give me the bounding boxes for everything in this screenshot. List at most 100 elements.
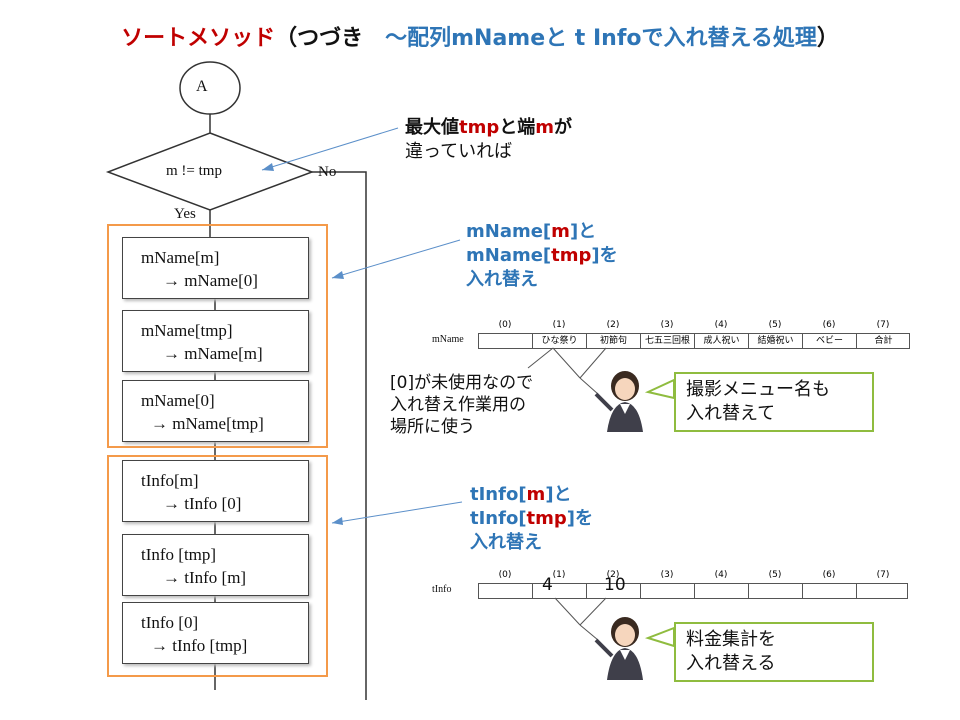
callout-text: 入れ替え	[470, 532, 542, 553]
callout-tinfo-swap: tInfo[m]と tInfo[tmp]を 入れ替え	[470, 483, 593, 555]
decision-label: m != tmp	[166, 163, 222, 179]
arrow-max	[261, 127, 399, 171]
callout-text: が	[554, 117, 573, 138]
array-cell	[802, 584, 856, 598]
process-line1: mName[m]	[141, 248, 220, 267]
callout-text: tmp	[551, 245, 592, 266]
callout-text: tInfo[	[470, 508, 527, 529]
process-line2: → tInfo [m]	[163, 568, 247, 587]
array-cell	[748, 584, 802, 598]
note-line: 入れ替え作業用の	[390, 395, 526, 415]
note-line: 入れ替える	[686, 653, 776, 674]
array-index: (3)	[660, 570, 674, 580]
array-index: (7)	[876, 320, 890, 330]
array-cell	[640, 584, 694, 598]
callout-text: mName[	[466, 245, 552, 266]
tinfo-value-m: 4	[542, 575, 553, 595]
note-menu-name-swap: 撮影メニュー名も 入れ替えて	[674, 372, 874, 432]
callout-text: 違っていれば	[405, 141, 513, 162]
array-index: (4)	[714, 320, 728, 330]
callout-text: tmp	[526, 508, 567, 529]
array-index: (4)	[714, 570, 728, 580]
process-line2: → mName[m]	[163, 344, 263, 363]
array-cell: 七五三回根	[640, 334, 694, 348]
callout-text: ]を	[566, 508, 594, 529]
callout-text: m	[551, 221, 570, 242]
title-part3: ～配列mNameと t Infoで入れ替える処理	[385, 26, 817, 51]
array-cell: 初節句	[586, 334, 640, 348]
callout-text: 入れ替え	[466, 269, 538, 290]
callout-text: ]と	[545, 484, 572, 505]
tinfo-value-tmp: 10	[604, 575, 626, 595]
title-part4: ）	[816, 26, 839, 51]
process-line1: tInfo[m]	[141, 471, 199, 490]
array-index: (7)	[876, 570, 890, 580]
array-index: (0)	[498, 570, 512, 580]
callout-text: 最大値	[405, 117, 459, 138]
callout-text: ]を	[591, 245, 618, 266]
page-title: ソートメソッド（つづき ～配列mNameと t Infoで入れ替える処理）	[0, 20, 960, 52]
no-label: No	[318, 164, 337, 180]
array-cell	[532, 584, 586, 598]
callout-text: 端	[517, 117, 536, 138]
array-index: (3)	[660, 320, 674, 330]
process-line1: mName[tmp]	[141, 321, 233, 340]
title-part2: （つづき	[275, 26, 386, 51]
callout-mname-swap: mName[m]と mName[tmp]を 入れ替え	[466, 220, 618, 292]
process-mname-m-to-0: mName[m] → mName[0]	[122, 237, 309, 299]
array-cell	[694, 584, 748, 598]
start-terminal	[179, 61, 241, 115]
process-line1: tInfo [tmp]	[141, 545, 217, 564]
tinfo-array-indices: (0) (1) (2) (3) (4) (5) (6) (7)	[478, 570, 910, 582]
callout-text: と	[499, 117, 518, 138]
person-illustration-2	[594, 617, 643, 680]
array-index: (2)	[606, 570, 620, 580]
callout-text: ]と	[569, 221, 597, 242]
process-tinfo-0-to-tmp: tInfo [0] → tInfo [tmp]	[122, 602, 309, 664]
array-cell	[478, 584, 532, 598]
person-illustration-1	[594, 371, 643, 432]
start-label: A	[196, 78, 208, 95]
array-cell: 合計	[856, 334, 910, 348]
callout-text: m	[535, 117, 555, 138]
yes-label: Yes	[174, 206, 196, 222]
array-index: (6)	[822, 320, 836, 330]
array-index: (2)	[606, 320, 620, 330]
array-cell: 結婚祝い	[748, 334, 802, 348]
note-line: [0]が未使用なので	[390, 373, 534, 393]
note-line: 料金集計を	[686, 629, 776, 650]
note-fee-swap: 料金集計を 入れ替える	[674, 622, 874, 682]
callout-text: tInfo[	[470, 484, 527, 505]
arrow-mname	[331, 239, 461, 279]
process-tinfo-m-to-0: tInfo[m] → tInfo [0]	[122, 460, 309, 522]
mname-swap-group	[107, 224, 328, 448]
tinfo-array	[478, 583, 908, 599]
mname-array-indices: (0) (1) (2) (3) (4) (5) (6) (7)	[478, 320, 910, 332]
array-index: (1)	[552, 570, 566, 580]
process-line2: → tInfo [0]	[163, 494, 242, 513]
tinfo-swap-group	[107, 455, 328, 677]
tinfo-array-label: tInfo	[432, 584, 452, 595]
process-line2: → tInfo [tmp]	[151, 636, 248, 655]
title-part1: ソートメソッド	[121, 26, 276, 51]
array-index: (6)	[822, 570, 836, 580]
array-cell	[478, 334, 532, 348]
arrow-tinfo	[331, 501, 463, 524]
note-line: 場所に使う	[390, 417, 475, 437]
array-cell: ひな祭り	[532, 334, 586, 348]
mname-array: ひな祭り 初節句 七五三回根 成人祝い 結婚祝い ベビー 合計	[478, 333, 910, 349]
array-cell: 成人祝い	[694, 334, 748, 348]
process-tinfo-tmp-to-m: tInfo [tmp] → tInfo [m]	[122, 534, 309, 596]
no-line	[312, 171, 367, 700]
process-line2: → mName[0]	[163, 271, 258, 290]
process-mname-tmp-to-m: mName[tmp] → mName[m]	[122, 310, 309, 372]
callout-text: mName[	[466, 221, 552, 242]
array-index: (0)	[498, 320, 512, 330]
array-cell	[586, 584, 640, 598]
note-line: 撮影メニュー名も	[686, 379, 830, 400]
array-index: (1)	[552, 320, 566, 330]
process-line1: tInfo [0]	[141, 613, 199, 632]
note-line: 入れ替えて	[686, 403, 776, 424]
callout-text: tmp	[459, 117, 500, 138]
array-cell	[856, 584, 908, 598]
